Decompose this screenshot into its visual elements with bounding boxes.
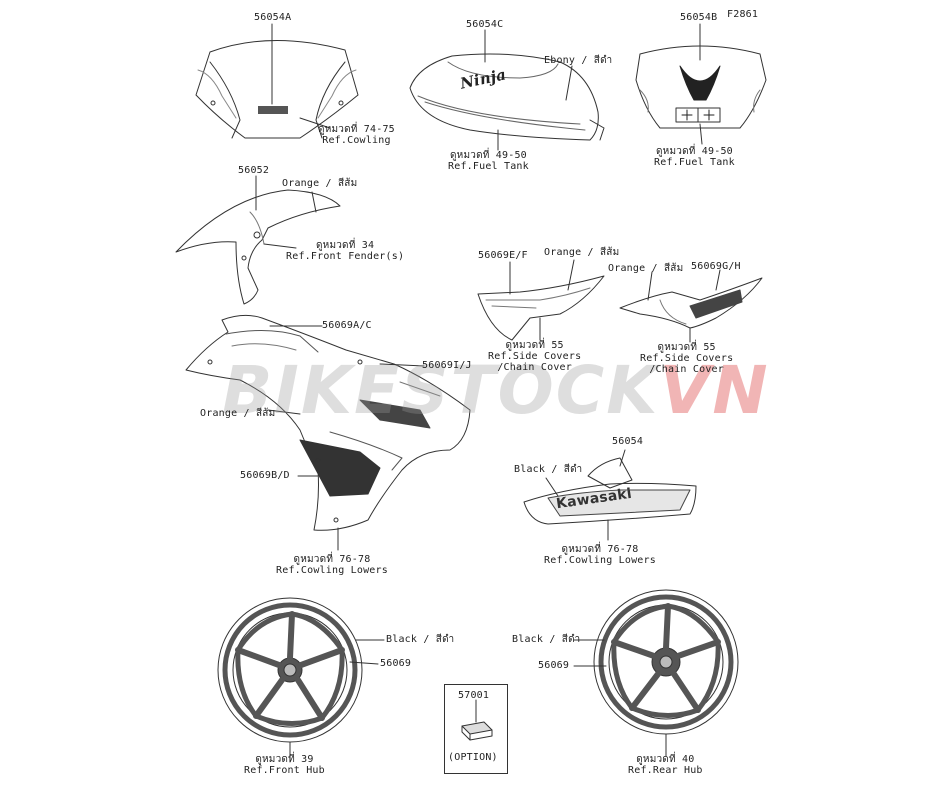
windshield-ref-line2: Ref.Cowling [322,135,391,146]
cowling-upper-part-number: 56069A/C [322,320,372,331]
fender-color-note: Orange / สีส้ม [282,178,358,189]
lower-cowl-ref-line2: Ref.Cowling Lowers [544,555,656,566]
tank-ninja-ref-line2: Ref.Fuel Tank [448,161,529,172]
side-cover-right-ref-line1: ดูหมวดที่ 55 [657,342,716,353]
tank-decal-front [635,23,767,145]
tank-front-ref-line1: ดูหมวดที่ 49-50 [655,146,733,157]
rear-wheel-color-note: Black / สีดำ [512,634,581,645]
rear-wheel-ref-line2: Ref.Rear Hub [628,765,703,776]
cowling-ref: ดูหมวดที่ 76-78 Ref.Cowling Lowers [276,554,388,576]
tank-decal-ninja [409,29,605,151]
watermark: BIKESTOCKVN [222,352,770,429]
option-clip [461,699,493,741]
tank-ninja-color-note: Ebony / สีดำ [544,55,613,66]
option-part-number: 57001 [458,690,490,701]
fender-ref-line1: ดูหมวดที่ 34 [315,240,375,251]
fender-ref-line2: Ref.Front Fender(s) [286,251,405,262]
front-wheel-ref-line2: Ref.Front Hub [244,765,325,776]
option-label: (OPTION) [448,752,498,763]
cowling-lower-part-number: 56069B/D [240,470,290,481]
side-cover-right-decal [619,269,763,343]
rear-wheel-decal [573,589,739,757]
windshield-ref: ดูหมวดที่ 74-75 Ref.Cowling [318,124,395,146]
front-wheel-ref-line1: ดูหมวดที่ 39 [255,754,314,765]
fender-part-number: 56052 [238,165,270,176]
tank-front-ref-line2: Ref.Fuel Tank [654,157,735,168]
side-cover-left-ref-line3: /Chain Cover [497,362,572,373]
lower-cowl-color-note: Black / สีดำ [514,464,583,475]
rear-wheel-ref: ดูหมวดที่ 40 Ref.Rear Hub [628,754,703,776]
side-cover-right-ref-line2: Ref.Side Covers [640,353,734,364]
cowling-mid-part-number: 56069I/J [422,360,472,371]
side-cover-left-ref: ดูหมวดที่ 55 Ref.Side Covers /Chain Cove… [488,340,581,373]
windshield-part-number: 56054A [254,12,292,23]
side-cover-left-ref-line2: Ref.Side Covers [488,351,582,362]
tank-ninja-ref: ดูหมวดที่ 49-50 Ref.Fuel Tank [448,150,529,172]
cowling-color-note: Orange / สีส้ม [200,408,276,419]
rear-wheel-ref-line1: ดูหมวดที่ 40 [636,754,695,765]
side-cover-left-color-note: Orange / สีส้ม [544,247,620,258]
front-wheel-part-number: 56069 [380,658,412,669]
rear-wheel-part-number: 56069 [538,660,570,671]
fender-decal [175,175,341,305]
lower-cowl-decal [523,449,697,541]
windshield-ref-line1: ดูหมวดที่ 74-75 [318,124,395,135]
lower-cowl-part-number: 56054 [612,436,644,447]
side-cover-right-ref-line3: /Chain Cover [649,364,724,375]
tank-ninja-part-number: 56054C [466,19,504,30]
figure-code: F2861 [727,9,759,20]
front-wheel-color-note: Black / สีดำ [386,634,455,645]
tank-front-part-number: 56054B [680,12,718,23]
lower-cowl-ref: ดูหมวดที่ 76-78 Ref.Cowling Lowers [544,544,656,566]
side-cover-right-part-number: 56069G/H [691,261,741,272]
front-wheel-decal [217,597,385,763]
option-box [444,684,508,774]
windshield-decal [195,23,359,139]
tank-front-ref: ดูหมวดที่ 49-50 Ref.Fuel Tank [654,146,735,168]
tank-ninja-ref-line1: ดูหมวดที่ 49-50 [449,150,527,161]
lower-cowl-ref-line1: ดูหมวดที่ 76-78 [561,544,639,555]
cowling-ref-line1: ดูหมวดที่ 76-78 [293,554,371,565]
side-cover-left-decal [477,259,605,341]
side-cover-right-ref: ดูหมวดที่ 55 Ref.Side Covers /Chain Cove… [640,342,733,375]
fender-ref: ดูหมวดที่ 34 Ref.Front Fender(s) [286,240,404,262]
side-cover-left-ref-line1: ดูหมวดที่ 55 [505,340,564,351]
front-wheel-ref: ดูหมวดที่ 39 Ref.Front Hub [244,754,325,776]
side-cover-right-color-note: Orange / สีส้ม [608,263,684,274]
side-cover-left-part-number: 56069E/F [478,250,528,261]
cowling-ref-line2: Ref.Cowling Lowers [276,565,388,576]
cowling-decal [185,314,471,551]
